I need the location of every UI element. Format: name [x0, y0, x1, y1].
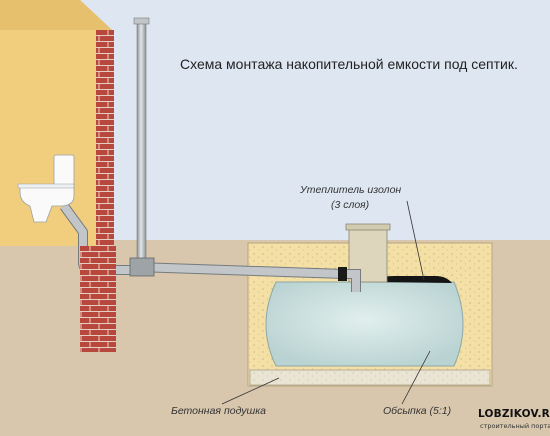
house-wall-shadow	[0, 0, 112, 30]
insulation-leader-line	[406, 200, 425, 281]
storage-tank	[265, 281, 464, 367]
concrete-pad-texture	[250, 370, 490, 385]
concrete-pad-label: Бетонная подушка	[171, 405, 267, 417]
house-wall	[0, 0, 112, 246]
backfill-label: Обсыпка (5:1)	[383, 405, 452, 417]
tee-fitting	[129, 257, 155, 277]
vent-cap	[133, 17, 150, 25]
diagram-title: Схема монтажа накопительной емкости под …	[180, 56, 518, 72]
brick-foundation	[80, 246, 116, 352]
insulation-layers-label: (3 слоя)	[331, 199, 370, 211]
main-sewer-pipe	[136, 263, 346, 278]
insulation-label: Утеплитель изолон	[300, 184, 402, 196]
pipe-coupling	[338, 267, 347, 281]
site-tagline: строительный портал	[480, 422, 550, 430]
concrete-pad-leader-line	[221, 377, 280, 405]
site-watermark: LOBZIKOV.RU	[478, 408, 550, 420]
toilet-icon	[17, 154, 75, 223]
tank-inlet-pipe	[345, 270, 360, 292]
tank-neck-cap	[345, 223, 391, 231]
vent-riser-pipe	[136, 21, 147, 263]
backfill-leader-line	[401, 350, 431, 405]
insulation-layer	[366, 276, 452, 283]
